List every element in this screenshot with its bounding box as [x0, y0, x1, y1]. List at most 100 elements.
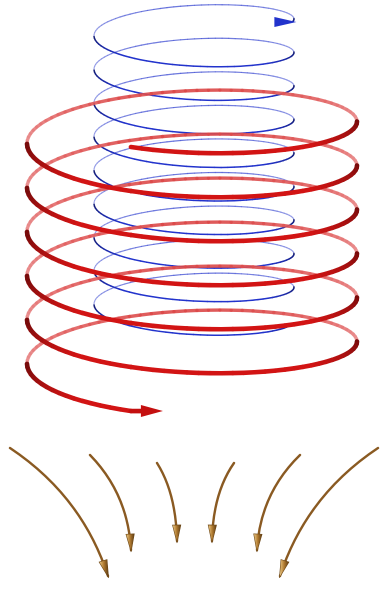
helix-segment [124, 56, 129, 57]
helix-segment [136, 12, 142, 13]
helix-segment [141, 178, 147, 179]
helix-segment [147, 296, 153, 297]
helix-segment [120, 284, 125, 285]
helix-segment [129, 91, 134, 92]
helix-segment [269, 243, 273, 244]
helix-segment [269, 277, 273, 278]
inner-helix-front-segments [94, 18, 294, 335]
helix-segment [167, 208, 174, 209]
helix-segment [116, 252, 121, 254]
helix-segment [185, 90, 197, 91]
helix-segment [160, 142, 167, 143]
field-arrowhead [126, 534, 134, 552]
helix-segment [135, 293, 141, 294]
helix-segment [180, 233, 187, 234]
helix-segment [253, 140, 258, 141]
helix-segment [124, 224, 129, 225]
helix-segment [129, 158, 134, 159]
helix-segment [111, 19, 115, 21]
helix-segment [174, 174, 181, 175]
helix-segment [119, 121, 124, 122]
helix-segment [129, 258, 134, 259]
helix-segment [167, 40, 174, 41]
helix-segment [173, 299, 180, 300]
helix-segment [181, 39, 188, 40]
helix-segment [153, 330, 159, 331]
helix-segment [120, 250, 125, 251]
field-arrow [157, 463, 181, 543]
helix-segment [125, 283, 130, 284]
helix-segment [258, 64, 263, 65]
helix-segment [119, 222, 124, 223]
helix-segment [148, 9, 154, 10]
inner-helix-arrowhead [274, 17, 296, 27]
helix-segment [119, 88, 124, 89]
helix-segment [273, 9, 277, 10]
helix-segment [264, 175, 269, 176]
helix-segment [273, 76, 277, 77]
helix-segment [116, 151, 121, 153]
helix-segment [120, 116, 125, 117]
helix-segment [119, 256, 124, 257]
helix-segment [108, 54, 112, 56]
helix-segment [167, 141, 174, 142]
helix-segment [180, 300, 187, 301]
helix-segment [120, 150, 125, 151]
helix-segment [116, 51, 121, 53]
helix-segment [273, 244, 277, 245]
helix-segment [124, 123, 129, 124]
helix-segment [252, 333, 258, 334]
helix-segment [259, 208, 264, 209]
helix-segment [136, 79, 142, 80]
helix-segment [174, 267, 185, 268]
helix-segment [273, 277, 277, 278]
helix-segment [141, 160, 147, 161]
helix-segment [253, 73, 258, 74]
helix-segment [166, 299, 173, 300]
helix-segment [259, 74, 264, 75]
helix-segment [135, 260, 141, 261]
helix-segment [160, 209, 167, 210]
helix-segment [180, 132, 187, 133]
helix-segment [153, 230, 159, 231]
helix-segment [147, 262, 153, 263]
helix-segment [130, 214, 136, 215]
helix-segment [135, 327, 141, 328]
field-arrow-shaft [90, 455, 131, 550]
helix-segment [174, 107, 181, 108]
helix-segment [148, 77, 154, 78]
helix-segment [130, 80, 136, 81]
helix-segment [141, 145, 147, 146]
helix-segment [135, 126, 141, 127]
helix-segment [160, 108, 167, 109]
helix-segment [259, 141, 264, 142]
helix-segment [120, 217, 125, 218]
helix-segment [159, 130, 166, 131]
helix-segment [163, 268, 174, 269]
helix-segment [147, 329, 153, 330]
helix-segment [258, 299, 263, 300]
helix-segment [159, 63, 166, 64]
helix-segment [166, 265, 173, 266]
field-arrow [208, 463, 234, 543]
helix-segment [173, 64, 180, 65]
helix-segment [174, 135, 185, 136]
helix-segment [258, 333, 263, 334]
helix-segment [252, 65, 258, 66]
helix-segment [130, 13, 136, 14]
helix-segment [173, 98, 180, 99]
helix-segment [185, 222, 197, 223]
helix-segment [181, 207, 188, 208]
helix-segment [273, 43, 277, 44]
helix-segment [167, 275, 174, 276]
helix-segment [273, 177, 277, 178]
helix-segment [174, 73, 181, 74]
helix-segment [159, 96, 166, 97]
helix-segment [273, 143, 277, 144]
helix-segment [264, 142, 269, 143]
helix-segment [252, 300, 258, 301]
helix-segment [154, 210, 160, 211]
helix-segment [167, 242, 174, 243]
helix-segment [264, 75, 269, 76]
helix-segment [148, 110, 154, 111]
